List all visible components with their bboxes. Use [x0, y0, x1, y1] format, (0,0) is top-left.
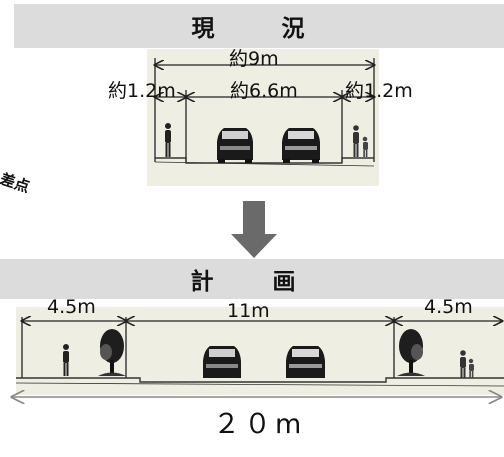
current-right-sidewalk-label: 約1.2m: [345, 80, 413, 102]
car-figure: [282, 128, 320, 163]
current-status-header: 現 況: [14, 4, 504, 48]
tree-icon: [397, 329, 425, 376]
plan-roadway-label: 11m: [227, 300, 270, 322]
current-status-title: 現 況: [191, 16, 327, 42]
tree-icon: [98, 329, 126, 376]
down-arrow-icon: [231, 201, 277, 258]
child-figure: [468, 358, 474, 378]
pedestrian-figure: [63, 344, 69, 376]
plan-total-width-label: ２０m: [213, 409, 306, 440]
current-total-width-label: 約9m: [229, 48, 279, 70]
plan-road-surface: [15, 377, 504, 387]
current-roadway-label: 約6.6m: [230, 80, 298, 102]
pedestrian-figure: [165, 123, 171, 157]
plan-right-zone-label: 4.5m: [424, 296, 473, 318]
plan-header: 計 画: [0, 259, 504, 299]
car-figure: [217, 128, 253, 163]
pedestrian-figure: [460, 350, 466, 378]
pedestrian-figure: [353, 125, 359, 157]
car-figure: [286, 346, 325, 378]
plan-left-zone-label: 4.5m: [47, 296, 96, 318]
current-dimension-lines: [155, 58, 374, 162]
plan-title: 計 画: [190, 269, 314, 295]
child-figure: [362, 136, 368, 157]
car-figure: [203, 346, 241, 378]
current-left-sidewalk-label: 約1.2m: [108, 80, 176, 102]
current-road-surface: [154, 157, 375, 167]
plan-dimension-lines: [22, 317, 502, 378]
